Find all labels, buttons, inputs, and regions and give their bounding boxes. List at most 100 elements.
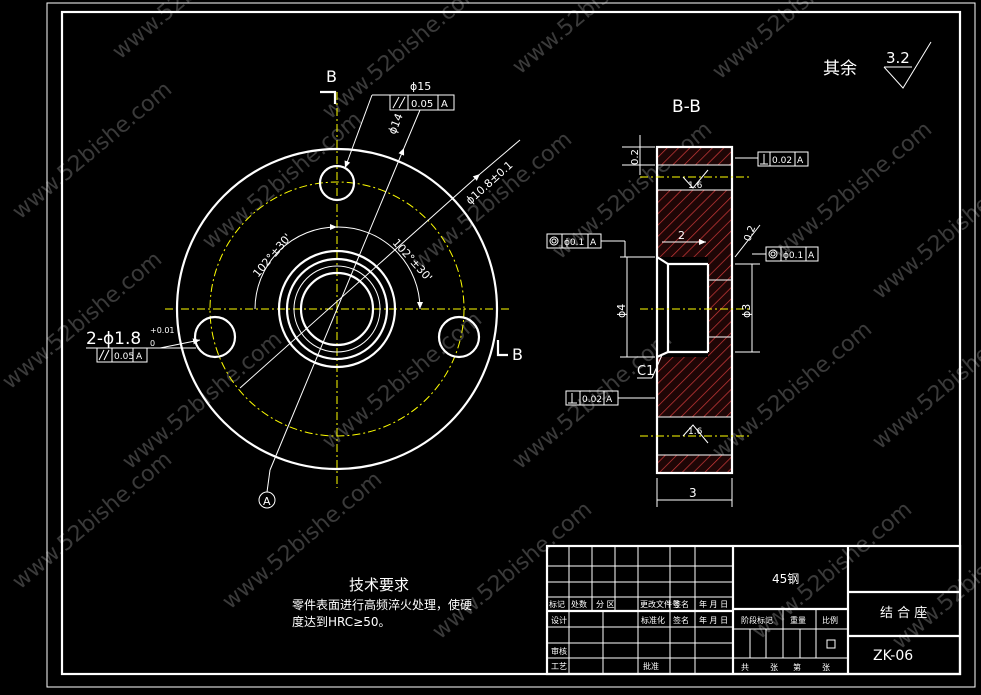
- tb-docno: 更改文件号: [640, 599, 680, 609]
- tol-top-letter: A: [797, 156, 804, 166]
- watermark: www.52bishe.com: [408, 127, 577, 275]
- tb-scale: 比例: [822, 615, 838, 625]
- section-view: B-B 1.6 1.6 0.2: [546, 97, 819, 507]
- perpendicular-icon: [568, 393, 577, 404]
- tol-left-letter: A: [590, 238, 597, 248]
- top-hole: [318, 164, 356, 202]
- tb-part-name: 结 合 座: [880, 606, 927, 621]
- tol-right-letter: A: [808, 251, 815, 261]
- tb-part-no: ZK-06: [873, 648, 913, 664]
- dim-02b: 0.2: [742, 224, 758, 243]
- tol-left-value: ϕ0.1: [564, 238, 584, 248]
- hole-tol-lower: 0: [150, 339, 155, 348]
- tb-count: 处数: [571, 599, 587, 609]
- roughness-icon-bottom: [682, 424, 709, 444]
- hub-outer: [277, 249, 397, 369]
- tb-sheets2: 张: [822, 663, 830, 672]
- tb-checkbox: [826, 639, 836, 649]
- top-hole-dia-label: ϕ15: [410, 80, 431, 93]
- dim-width: 3: [689, 486, 697, 500]
- watermark: www.52bishe.com: [868, 307, 981, 455]
- tech-req-line2: 度达到HRC≥50。: [292, 614, 390, 629]
- watermark: www.52bishe.com: [768, 117, 937, 265]
- watermark: www.52bishe.com: [8, 447, 177, 595]
- hole-callout: 2-ϕ1.8: [86, 329, 141, 349]
- concentric-icon: [768, 249, 778, 259]
- tech-requirements: 技术要求 零件表面进行高频淬火处理，使硬 度达到HRC≥50。: [292, 576, 472, 629]
- tech-req-title: 技术要求: [349, 576, 409, 594]
- bore: [299, 271, 375, 347]
- watermark: www.52bishe.com: [8, 77, 177, 225]
- dim-02a: 0.2: [630, 149, 641, 165]
- datum-a-label: A: [263, 495, 271, 508]
- tol-bottom-value: 0.02: [582, 395, 602, 405]
- top-tol-letter: A: [441, 99, 448, 110]
- chamfer-label: C1: [637, 364, 654, 379]
- tb-approve: 批准: [643, 661, 659, 671]
- rough-bottom: 1.6: [688, 427, 703, 437]
- watermark: www.52bishe.com: [708, 317, 877, 465]
- tb-page: 第: [793, 662, 801, 672]
- tb-mark: 标记: [549, 599, 565, 609]
- tol-top-value: 0.02: [772, 156, 792, 166]
- left-hole: [193, 315, 237, 359]
- section-outline: [655, 145, 734, 475]
- tol-bottom-letter: A: [606, 395, 613, 405]
- parallel-icon: [392, 96, 406, 109]
- concentric-icon: [549, 236, 559, 246]
- tb-weight: 重量: [790, 615, 806, 625]
- dim-3: ϕ3: [740, 304, 753, 318]
- tb-sign2: 签名: [673, 615, 689, 625]
- right-hole: [437, 315, 481, 359]
- roughness-icon-top: [682, 169, 709, 189]
- watermark: www.52bishe.com: [118, 327, 287, 475]
- outer-frame: [46, 2, 976, 688]
- tb-sign: 签名: [673, 599, 689, 609]
- flange-outline: [175, 147, 499, 471]
- tb-date2: 年 月 日: [699, 615, 728, 625]
- rough-top: 1.6: [688, 181, 703, 191]
- tb-total: 共: [741, 663, 749, 672]
- tb-standard: 标准化: [641, 615, 665, 625]
- watermark: www.52bishe.com: [0, 247, 167, 395]
- default-roughness: 其余 3.2: [823, 41, 932, 89]
- watermark: www.52bishe.com: [318, 307, 487, 455]
- top-tolerance-frame: [389, 94, 455, 111]
- title-block: 标记 处数 分 区 更改文件号 签名 年 月 日 设计 标准化 签名 年 月 日…: [545, 544, 962, 676]
- watermark: www.52bishe.com: [888, 507, 981, 655]
- other-surfaces-label: 其余: [823, 59, 857, 79]
- hole-tol-letter: A: [136, 352, 143, 362]
- angle-left-label: 102°±30': [250, 231, 294, 280]
- section-mark-right: B: [512, 345, 523, 364]
- watermark: www.52bishe.com: [318, 0, 487, 125]
- dim-4: ϕ4: [615, 304, 628, 318]
- section-mark-top: B: [326, 67, 337, 86]
- watermark: www.52bishe.com: [428, 497, 597, 645]
- inner-frame: [60, 10, 962, 676]
- tb-stage: 阶段标记: [741, 615, 773, 625]
- tb-process: 工艺: [551, 662, 567, 671]
- section-title: B-B: [672, 97, 701, 117]
- parallel-icon: [98, 349, 110, 361]
- hole-tol-upper: +0.01: [150, 326, 175, 335]
- watermark-layer: www.52bishe.com www.52bishe.com www.52bi…: [0, 0, 981, 655]
- dia-14-label: ϕ14: [386, 112, 406, 137]
- roughness-value: 3.2: [886, 49, 910, 67]
- left-tolerance-frame: [96, 347, 148, 363]
- tech-req-line1: 零件表面进行高频淬火处理，使硬: [292, 597, 472, 612]
- hole-tol-value: 0.05: [114, 352, 134, 362]
- tol-frame-top: [757, 151, 809, 167]
- perpendicular-icon: [760, 154, 768, 165]
- watermark: www.52bishe.com: [108, 0, 277, 65]
- dim-2: 2: [678, 229, 685, 242]
- tb-check: 审核: [551, 646, 567, 656]
- top-tol-value: 0.05: [411, 99, 433, 110]
- tol-right-value: ϕ0.1: [783, 251, 803, 261]
- tb-design: 设计: [551, 615, 567, 625]
- tb-sheets: 张: [770, 663, 778, 672]
- tb-date: 年 月 日: [699, 599, 728, 609]
- roughness-symbol-icon: [883, 41, 932, 89]
- tb-zone: 分 区: [596, 600, 615, 609]
- bolt-circle: [209, 181, 465, 437]
